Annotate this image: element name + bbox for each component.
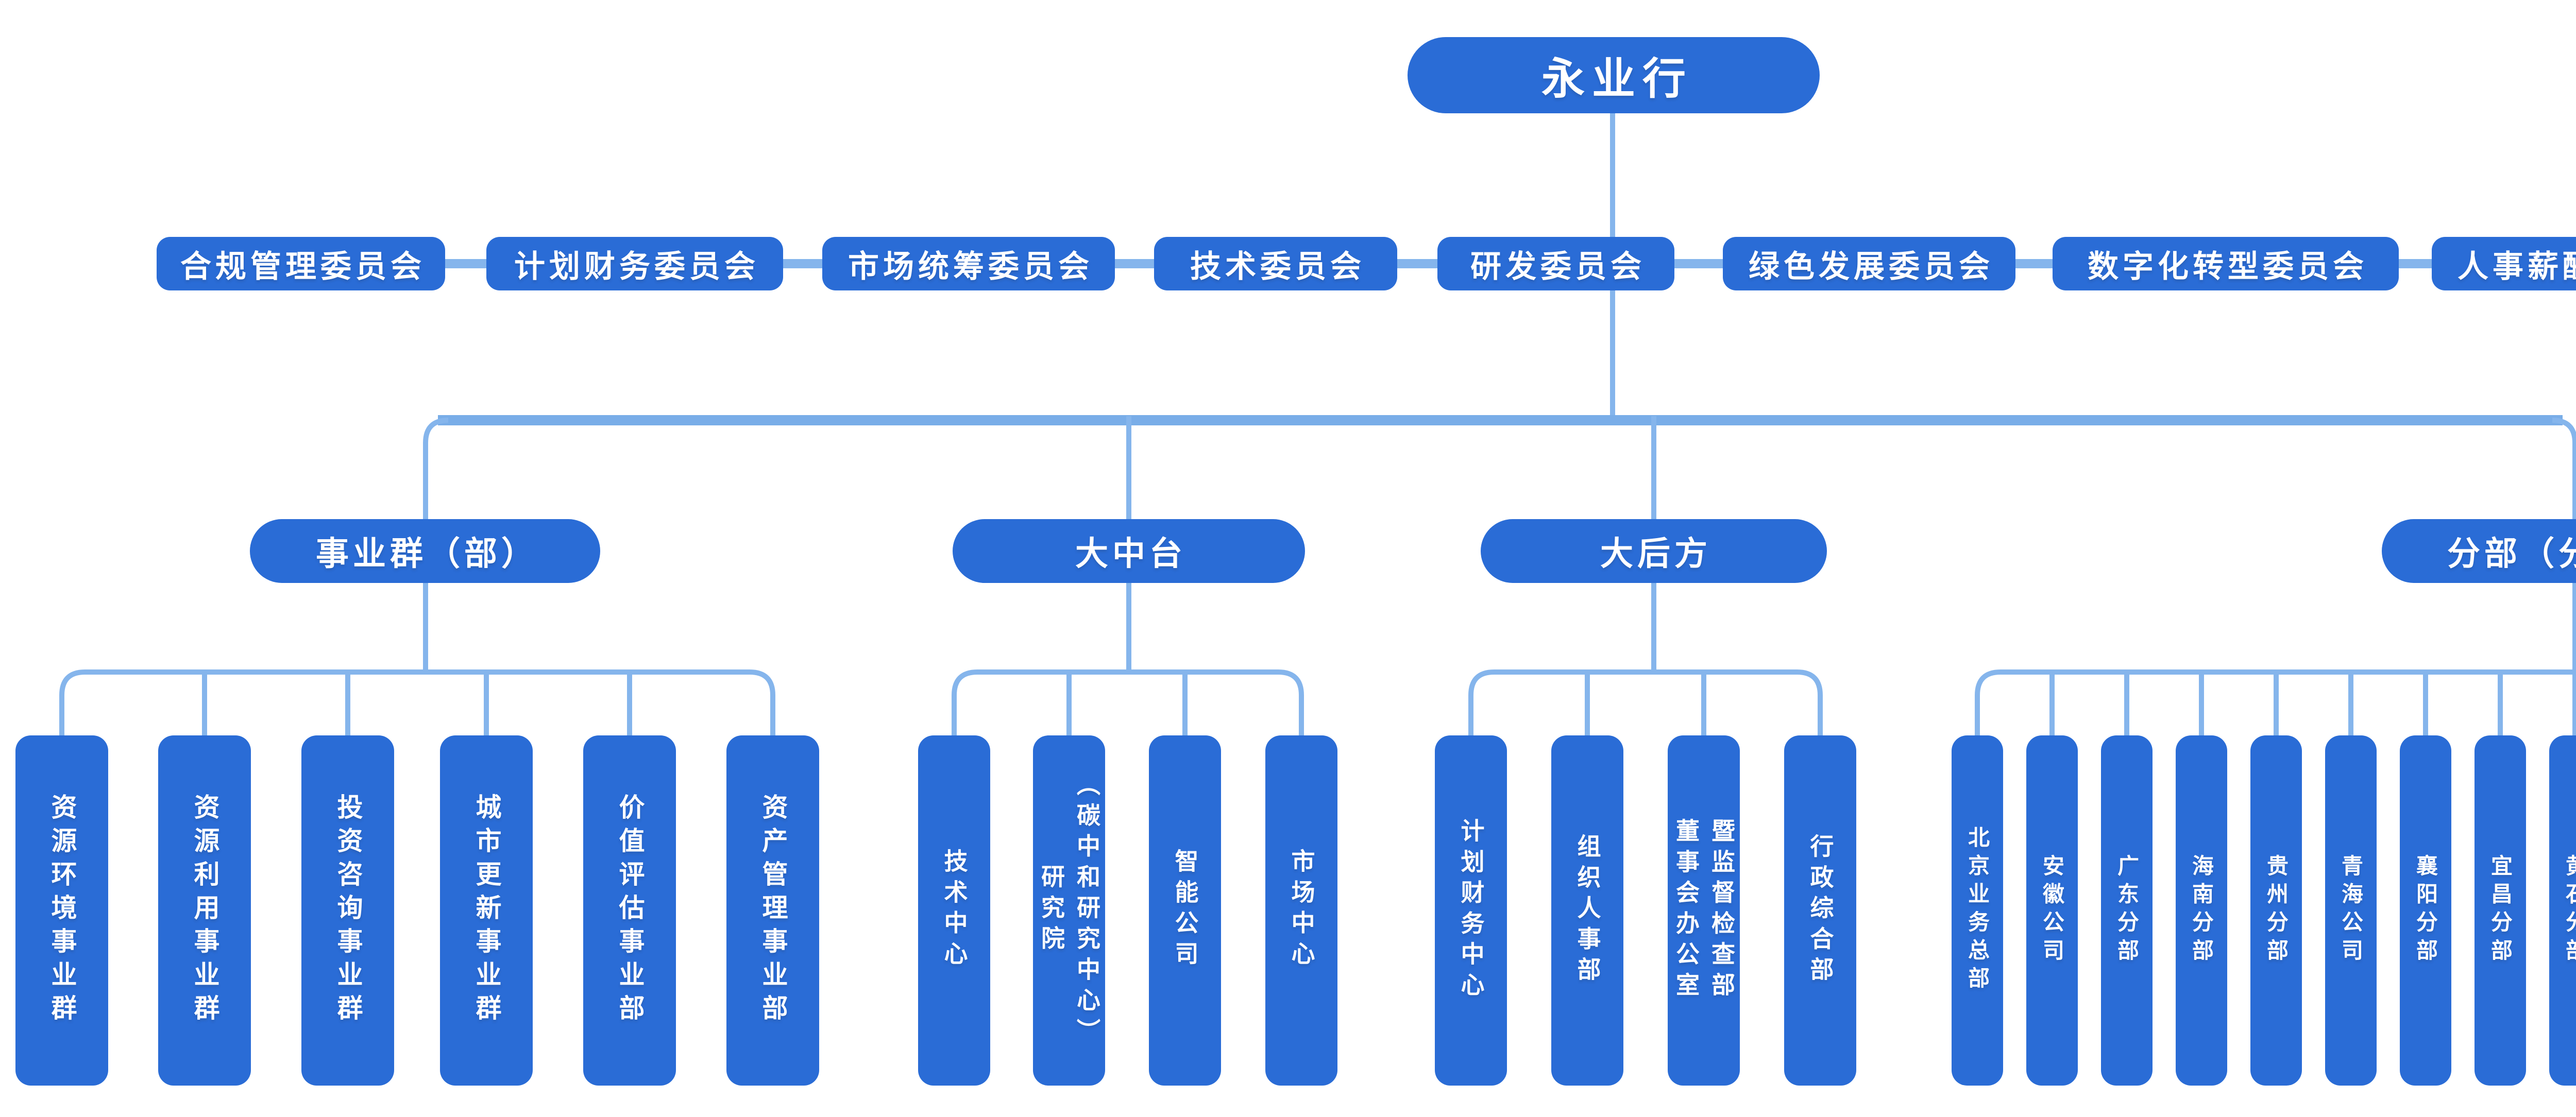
group-node: 大后方	[1481, 519, 1827, 583]
connector-line	[423, 418, 449, 519]
department-node: 资源环境事业群	[15, 735, 108, 1086]
committee-node: 市场统筹委员会	[822, 237, 1115, 290]
department-node: 智能公司	[1149, 735, 1221, 1086]
committee-node: 绿色发展委员会	[1723, 237, 2015, 290]
committee-node: 研发委员会	[1437, 237, 1674, 290]
department-label: 海南分部	[2189, 854, 2214, 967]
group-node: 分部（分公司）	[2382, 519, 2576, 583]
department-node: 北京业务总部	[1952, 735, 2003, 1086]
department-label: 行政综合部	[1807, 833, 1834, 988]
department-label: 安徽公司	[2040, 854, 2064, 967]
department-node: 城市更新事业群	[440, 735, 533, 1086]
department-node: 价值评估事业部	[583, 735, 676, 1086]
committee-node: 人事薪酬委员会	[2432, 237, 2576, 290]
committee-node: 计划财务委员会	[486, 237, 783, 290]
department-label: 董事会办公室 暨监督检查部	[1673, 818, 1735, 1003]
connector-line	[2552, 418, 2576, 519]
department-node: 董事会办公室 暨监督检查部	[1668, 735, 1740, 1086]
department-node: 计划财务中心	[1435, 735, 1507, 1086]
root-node: 永业行	[1408, 37, 1820, 113]
department-node: 海南分部	[2176, 735, 2227, 1086]
department-node: 青海公司	[2325, 735, 2377, 1086]
department-node: 资源利用事业群	[158, 735, 251, 1086]
connector-line	[1468, 669, 1823, 735]
department-label: 计划财务中心	[1458, 818, 1485, 1003]
committee-node: 技术委员会	[1154, 237, 1397, 290]
department-node: 黄石分部	[2549, 735, 2576, 1086]
group-node: 大中台	[953, 519, 1305, 583]
department-label: 贵州分部	[2264, 854, 2289, 967]
department-node: 襄阳分部	[2400, 735, 2451, 1086]
department-label: 市场中心	[1288, 849, 1315, 972]
department-node: 技术中心	[918, 735, 990, 1086]
department-label: 智能公司	[1172, 849, 1199, 972]
department-label: 襄阳分部	[2413, 854, 2438, 967]
department-node: 贵州分部	[2250, 735, 2302, 1086]
department-label: 黄石分部	[2563, 854, 2576, 967]
department-label: 价值评估事业部	[615, 793, 645, 1028]
department-node: 市场中心	[1265, 735, 1337, 1086]
department-node: 资产管理事业部	[726, 735, 819, 1086]
department-node: 投资咨询事业群	[301, 735, 394, 1086]
department-label: 组织人事部	[1574, 833, 1601, 988]
department-label: 研究院 （碳中和研究中心）	[1038, 771, 1100, 1050]
department-label: 宜昌分部	[2488, 854, 2513, 967]
group-node: 事业群（部）	[250, 519, 600, 583]
committee-node: 合规管理委员会	[157, 237, 445, 290]
connector-line	[952, 669, 1304, 735]
department-node: 研究院 （碳中和研究中心）	[1033, 735, 1105, 1086]
committee-node: 数字化转型委员会	[2053, 237, 2399, 290]
connector-line	[59, 669, 775, 735]
department-label: 投资咨询事业群	[333, 793, 363, 1028]
department-node: 行政综合部	[1784, 735, 1856, 1086]
department-label: 广东分部	[2114, 854, 2139, 967]
department-node: 组织人事部	[1551, 735, 1623, 1086]
department-node: 安徽公司	[2026, 735, 2078, 1086]
department-label: 资源利用事业群	[190, 793, 219, 1028]
department-node: 广东分部	[2101, 735, 2153, 1086]
department-label: 城市更新事业群	[472, 793, 501, 1028]
department-node: 宜昌分部	[2475, 735, 2526, 1086]
department-label: 青海公司	[2338, 854, 2363, 967]
department-label: 北京业务总部	[1965, 826, 1990, 995]
department-label: 资产管理事业部	[758, 793, 788, 1028]
department-label: 资源环境事业群	[47, 793, 77, 1028]
department-label: 技术中心	[941, 849, 968, 972]
